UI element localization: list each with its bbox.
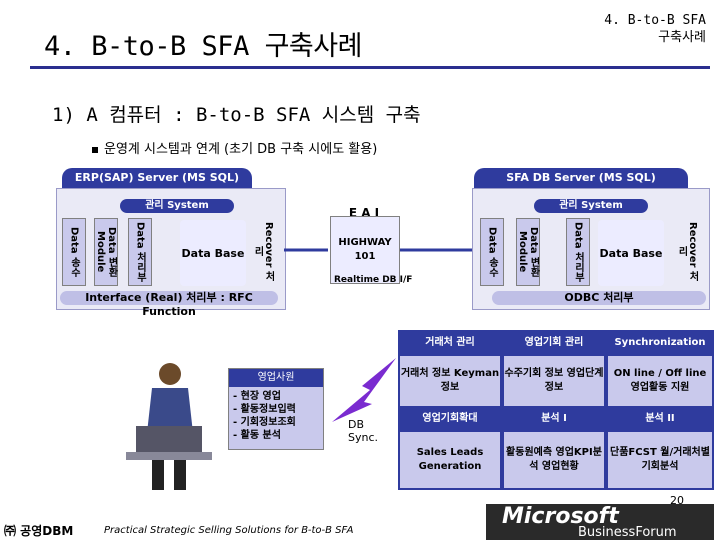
sfa-data-process: Data 처리부 <box>566 218 590 286</box>
grid-cell: 영업기회 관리 <box>504 332 604 354</box>
grid-cell: Sales Leads Generation <box>400 432 500 488</box>
corner-title-line1: 4. B-to-B SFA <box>604 13 706 28</box>
title-underline <box>30 66 710 69</box>
grid-cell: 거래처 관리 <box>400 332 500 354</box>
db-sync-line2: Sync. <box>348 431 379 444</box>
salesperson-laptop-icon <box>126 363 212 490</box>
erp-system-bar: 관리 System <box>120 199 234 213</box>
person-leg-left <box>152 460 164 490</box>
sfa-data-send: Data 송수 <box>480 218 504 286</box>
grid-cell: 단품FCST 월/거래처별 기회분석 <box>608 432 712 488</box>
lightning-bolt <box>332 358 396 422</box>
feature-grid: 거래처 관리 영업기회 관리 Synchronization 거래처 정보 Ke… <box>398 330 714 490</box>
erp-database: Data Base <box>180 220 246 286</box>
laptop-screen <box>136 426 202 452</box>
sfa-server-header: SFA DB Server (MS SQL) <box>474 168 688 188</box>
bullet-square-icon <box>92 146 98 153</box>
erp-data-process: Data 처리부 <box>128 218 152 286</box>
eai-connector <box>284 248 472 252</box>
grid-cell: 영업기회확대 <box>400 408 500 430</box>
section-heading: 1) A 컴퓨터 : B-to-B SFA 시스템 구축 <box>52 104 421 126</box>
logo-sub-text: BusinessForum <box>578 525 677 540</box>
realtime-db-if: Realtime DB I/F <box>334 275 413 285</box>
sfa-odbc-bar: ODBC 처리부 <box>492 291 706 305</box>
erp-data-send: Data 송수 <box>62 218 86 286</box>
company-name: ㈜ 공영DBM <box>4 524 74 538</box>
db-sync-line1: DB <box>348 418 365 431</box>
grid-cell: 활동원예측 영업KPI분석 영업현황 <box>504 432 604 488</box>
grid-cell: ON line / Off line 영업활동 지원 <box>608 356 712 406</box>
logo-main-text: Microsoft <box>502 504 619 529</box>
bullet-text: 운영계 시스템과 연계 (초기 DB 구축 시에도 활용) <box>104 142 378 157</box>
list-item: - 활동 분석 <box>233 430 281 441</box>
sfa-recover: Recover 처리 <box>676 221 698 281</box>
grid-cell: 분석 II <box>608 408 712 430</box>
eai-highway-box: HIGHWAY 101 <box>330 216 400 284</box>
bullet-note: 운영계 시스템과 연계 (초기 DB 구축 시에도 활용) <box>92 138 377 157</box>
person-head <box>159 363 181 385</box>
sales-rep-list: - 현장 영업 - 활동정보입력 - 기회정보조회 - 활동 분석 <box>233 390 323 442</box>
list-item: - 기회정보조회 <box>233 417 296 428</box>
erp-recover: Recover 처리 <box>252 221 274 281</box>
corner-title-line2: 구축사례 <box>658 30 706 45</box>
list-item: - 활동정보입력 <box>233 404 296 415</box>
corner-title: 4. B-to-B SFA 구축사례 <box>596 12 706 46</box>
footer-tagline: Practical Strategic Selling Solutions fo… <box>104 525 354 536</box>
grid-cell: Synchronization <box>608 332 712 354</box>
grid-cell: 분석 I <box>504 408 604 430</box>
sales-rep-box: 영업사원 - 현장 영업 - 활동정보입력 - 기회정보조회 - 활동 분석 <box>228 368 324 450</box>
grid-cell: 수주기회 정보 영업단계 정보 <box>504 356 604 406</box>
sfa-database: Data Base <box>598 220 664 286</box>
sales-rep-header: 영업사원 <box>229 369 323 387</box>
microsoft-logo: Microsoft BusinessForum <box>486 504 714 540</box>
list-item: - 현장 영업 <box>233 391 281 402</box>
page-title: 4. B-to-B SFA 구축사례 <box>44 31 362 62</box>
db-sync-lightning-icon <box>332 358 396 422</box>
erp-data-convert: Data 변환 Module <box>94 218 118 286</box>
person-leg-right <box>174 460 186 490</box>
erp-server-header: ERP(SAP) Server (MS SQL) <box>62 168 252 188</box>
erp-interface-bar: Interface (Real) 처리부 : RFC Function <box>60 291 278 318</box>
page-number: 20 <box>670 494 684 507</box>
laptop-base <box>126 452 212 460</box>
sfa-system-bar: 관리 System <box>534 199 648 213</box>
db-sync-label: DB Sync. <box>348 418 388 444</box>
grid-cell: 거래처 정보 Keyman 정보 <box>400 356 500 406</box>
sfa-data-convert: Data 변환 Module <box>516 218 540 286</box>
